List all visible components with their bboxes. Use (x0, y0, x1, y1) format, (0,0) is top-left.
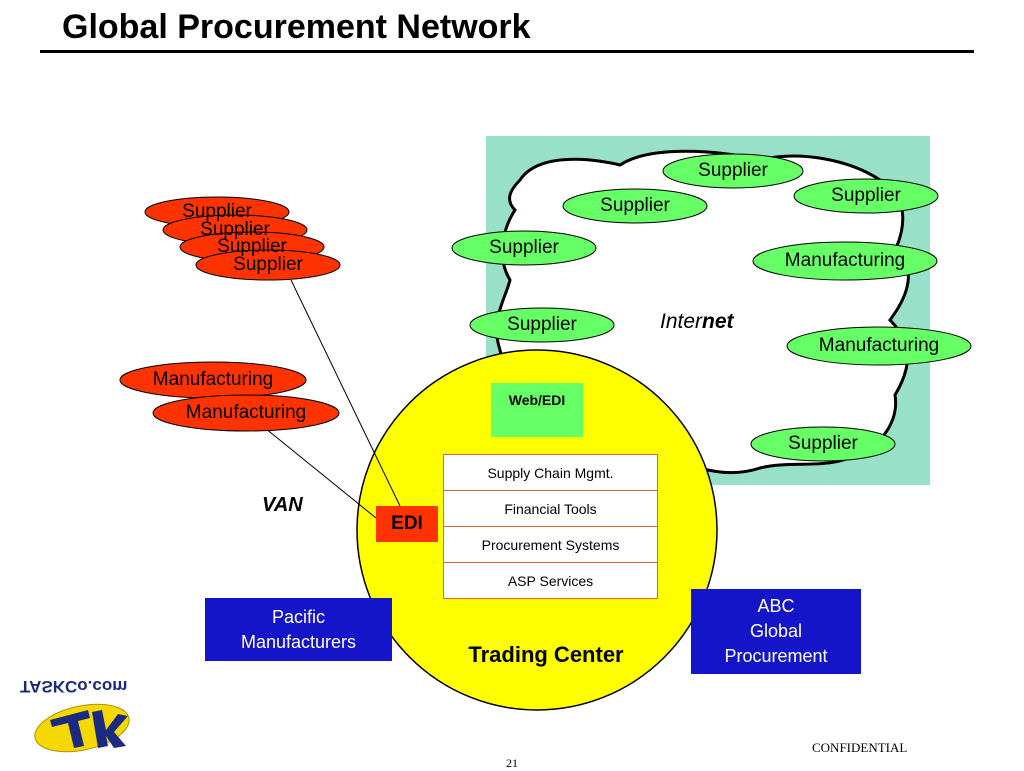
abc-line: Procurement (724, 646, 828, 666)
van-manufacturing-label: Manufacturing (185, 402, 307, 423)
service-row: Supply Chain Mgmt. (443, 454, 658, 490)
internet-label-bold: net (702, 310, 734, 333)
service-row: Procurement Systems (443, 526, 658, 562)
internet-node-label: Supplier (831, 185, 901, 206)
logo-text: TASKCo.com (20, 677, 128, 696)
pacific-line: Pacific (271, 606, 325, 627)
internet-node-label: Manufacturing (784, 250, 906, 271)
van-manufacturing-ellipse (152, 394, 340, 432)
internet-node-ellipse (469, 307, 615, 343)
van-supplier-ellipse (195, 249, 341, 281)
service-row: Financial Tools (443, 490, 658, 526)
internet-node-label: Supplier (600, 195, 670, 216)
supplier-connector (290, 279, 401, 507)
internet-node-label: Manufacturing (818, 335, 940, 356)
van-supplier-label: Supplier (182, 201, 252, 222)
edi-box: EDI (376, 506, 438, 542)
internet-node-label: Supplier (698, 160, 768, 181)
internet-node-ellipse (786, 326, 972, 366)
van-supplier-label: Supplier (217, 236, 287, 257)
internet-node-ellipse (750, 426, 896, 462)
manufacturer-connector (264, 427, 377, 519)
service-row: ASP Services (443, 562, 658, 599)
abc-line: ABC (757, 596, 795, 616)
taskco-logo (34, 703, 130, 753)
internet-node-ellipse (752, 241, 938, 281)
internet-node-ellipse (562, 188, 708, 224)
confidential-label: CONFIDENTIAL (812, 740, 908, 755)
pacific-manufacturers-box: Pacific Manufacturers (205, 598, 392, 661)
page-title: Global Procurement Network (62, 8, 531, 46)
title-rule (40, 50, 974, 53)
internet-node-ellipse (793, 178, 939, 214)
internet-node-ellipse (662, 153, 804, 189)
page-number: 21 (506, 756, 518, 770)
web-edi-box: Web/EDI (491, 383, 583, 437)
services-table: Supply Chain Mgmt. Financial Tools Procu… (443, 454, 658, 599)
van-supplier-label: Supplier (233, 254, 303, 275)
internet-node-ellipse (451, 230, 597, 266)
van-label: VAN (262, 494, 303, 516)
van-manufacturing-label: Manufacturing (152, 369, 274, 390)
internet-label: Internet (660, 310, 734, 334)
internet-node-label: Supplier (788, 433, 858, 454)
trading-center-label: Trading Center (468, 642, 624, 667)
pacific-line: Manufacturers (240, 631, 357, 652)
abc-global-procurement-box: ABC Global Procurement (691, 589, 861, 674)
van-supplier-label: Supplier (200, 219, 270, 240)
internet-node-label: Supplier (507, 314, 577, 335)
abc-line: Global (749, 621, 803, 641)
internet-node-label: Supplier (489, 237, 559, 258)
internet-label-plain: Inter (660, 310, 703, 333)
